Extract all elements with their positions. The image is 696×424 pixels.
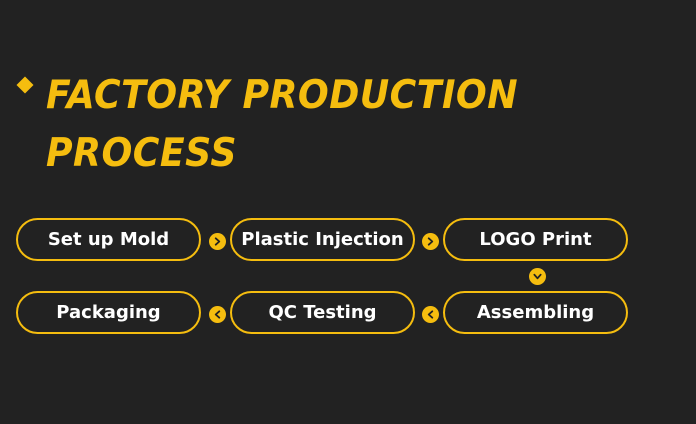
page-title-line-2: PROCESS [46, 131, 237, 176]
chevron-right-icon [209, 233, 226, 250]
chevron-left-icon [209, 306, 226, 323]
chevron-left-icon [422, 306, 439, 323]
diamond-bullet-icon [16, 76, 34, 94]
step-set-up-mold: Set up Mold [16, 218, 201, 261]
step-packaging: Packaging [16, 291, 201, 334]
step-logo-print: LOGO Print [443, 218, 628, 261]
step-assembling: Assembling [443, 291, 628, 334]
chevron-down-icon [529, 268, 546, 285]
chevron-right-icon [422, 233, 439, 250]
step-plastic-injection: Plastic Injection [230, 218, 415, 261]
step-qc-testing: QC Testing [230, 291, 415, 334]
page-title-line-1: FACTORY PRODUCTION [46, 73, 519, 118]
